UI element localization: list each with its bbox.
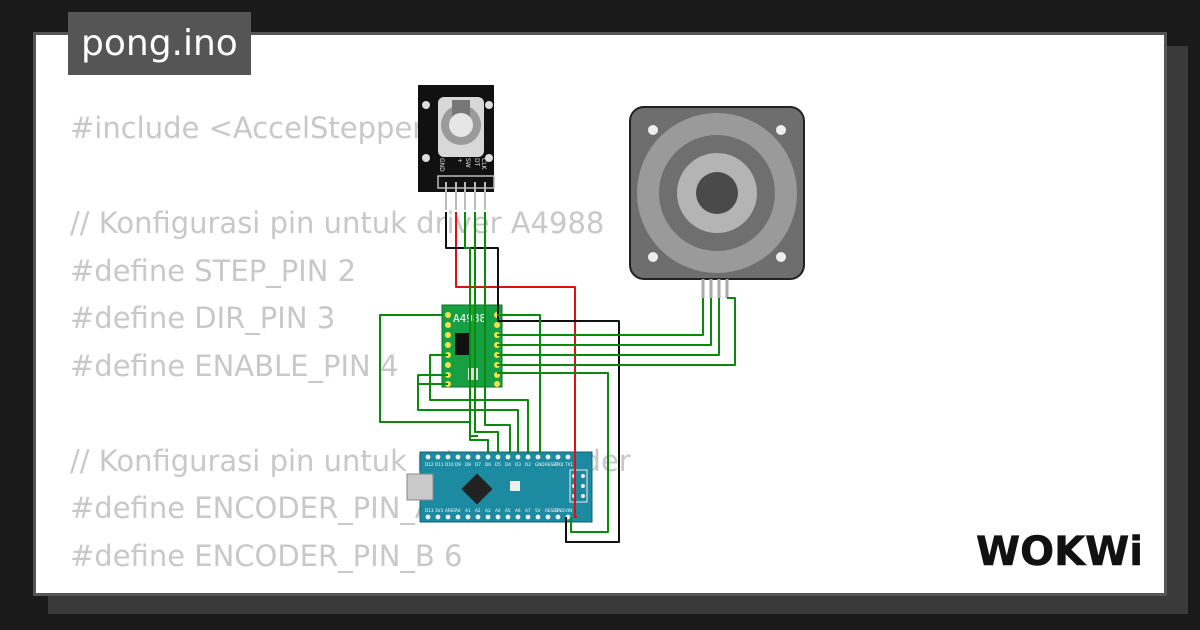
wire-green <box>497 298 712 346</box>
nano-pin-label: D5 <box>495 462 501 467</box>
nano-pin-label: D7 <box>475 462 481 467</box>
nano-pin-label: A0 <box>455 508 461 513</box>
wire-black <box>445 212 620 543</box>
code-line: #define STEP_PIN 2 <box>70 253 357 288</box>
code-line: #define DIR_PIN 3 <box>70 301 336 335</box>
nano-pin-label: D6 <box>485 462 491 467</box>
wire-green <box>464 212 489 453</box>
nano-pin-label: A5 <box>505 508 511 513</box>
nano-pin-label: 5V <box>535 508 541 513</box>
nano-pin-label: RESET <box>545 508 559 513</box>
nano-pin-label: VIN <box>565 508 572 513</box>
wire-green <box>497 298 704 336</box>
wires <box>379 212 736 543</box>
nano-pin-label: GND <box>535 462 545 467</box>
wire-green <box>497 314 541 453</box>
nano-pin-label: 3V3 <box>435 508 444 513</box>
wire-green <box>474 212 499 453</box>
nano-pin-label: D8 <box>465 462 471 467</box>
nano-pin-label: RESET <box>545 462 559 467</box>
wire-green <box>484 212 511 453</box>
nano-pin-label: A2 <box>475 508 481 513</box>
nano-pin-label: TX1 <box>564 462 573 467</box>
wire-red <box>455 212 577 518</box>
pin-label-sw: SW <box>464 158 471 168</box>
stepper-motor[interactable] <box>629 106 805 298</box>
nano-pin-label: D13 <box>425 508 434 513</box>
wire-green <box>379 314 478 437</box>
nano-pin-label: A1 <box>465 508 471 513</box>
nano-pin-label: AREF <box>445 508 456 513</box>
project-title[interactable]: pong.ino <box>68 12 251 75</box>
nano-pin-label: D12 <box>425 462 434 467</box>
a4988-driver[interactable]: A4988 <box>441 304 503 388</box>
nano-pin-label: A6 <box>515 508 521 513</box>
pin-label-dt: DT <box>473 158 480 167</box>
nano-pin-label: D10 <box>445 462 454 467</box>
nano-pin-label: D11 <box>435 462 444 467</box>
rotary-encoder[interactable]: CLK DT SW + GND <box>418 85 495 210</box>
pin-label-gnd: GND <box>438 158 445 172</box>
wire-green <box>497 298 720 356</box>
code-line: // Konfigurasi pin untuk driver A4988 <box>70 206 605 240</box>
wokwi-logo-text: WOKWi <box>976 529 1143 575</box>
nano-pin-label: A4 <box>495 508 501 513</box>
code-line: #define ENCODER_PIN_B 6 <box>70 538 463 573</box>
wire-green <box>497 297 736 366</box>
wire-green <box>417 383 448 410</box>
wire-green <box>429 354 529 453</box>
nano-pin-label: A7 <box>525 508 531 513</box>
nano-pin-label: D3 <box>515 462 521 467</box>
nano-pin-label: D4 <box>505 462 511 467</box>
pin-label-clk: CLK <box>480 158 487 171</box>
wire-green <box>497 372 609 533</box>
nano-pin-label: RX0 <box>555 462 564 467</box>
nano-pin-label: D9 <box>455 462 461 467</box>
nano-pin-label: D2 <box>525 462 531 467</box>
encoder-pin-labels: CLK DT SW + GND <box>438 158 487 172</box>
pin-label-plus: + <box>456 158 463 163</box>
nano-pin-label: A3 <box>485 508 491 513</box>
code-line: #define ENABLE_PIN 4 <box>70 348 399 383</box>
nano-pin-label: GND <box>555 508 565 513</box>
wokwi-logo: WOKWi <box>976 527 1146 579</box>
